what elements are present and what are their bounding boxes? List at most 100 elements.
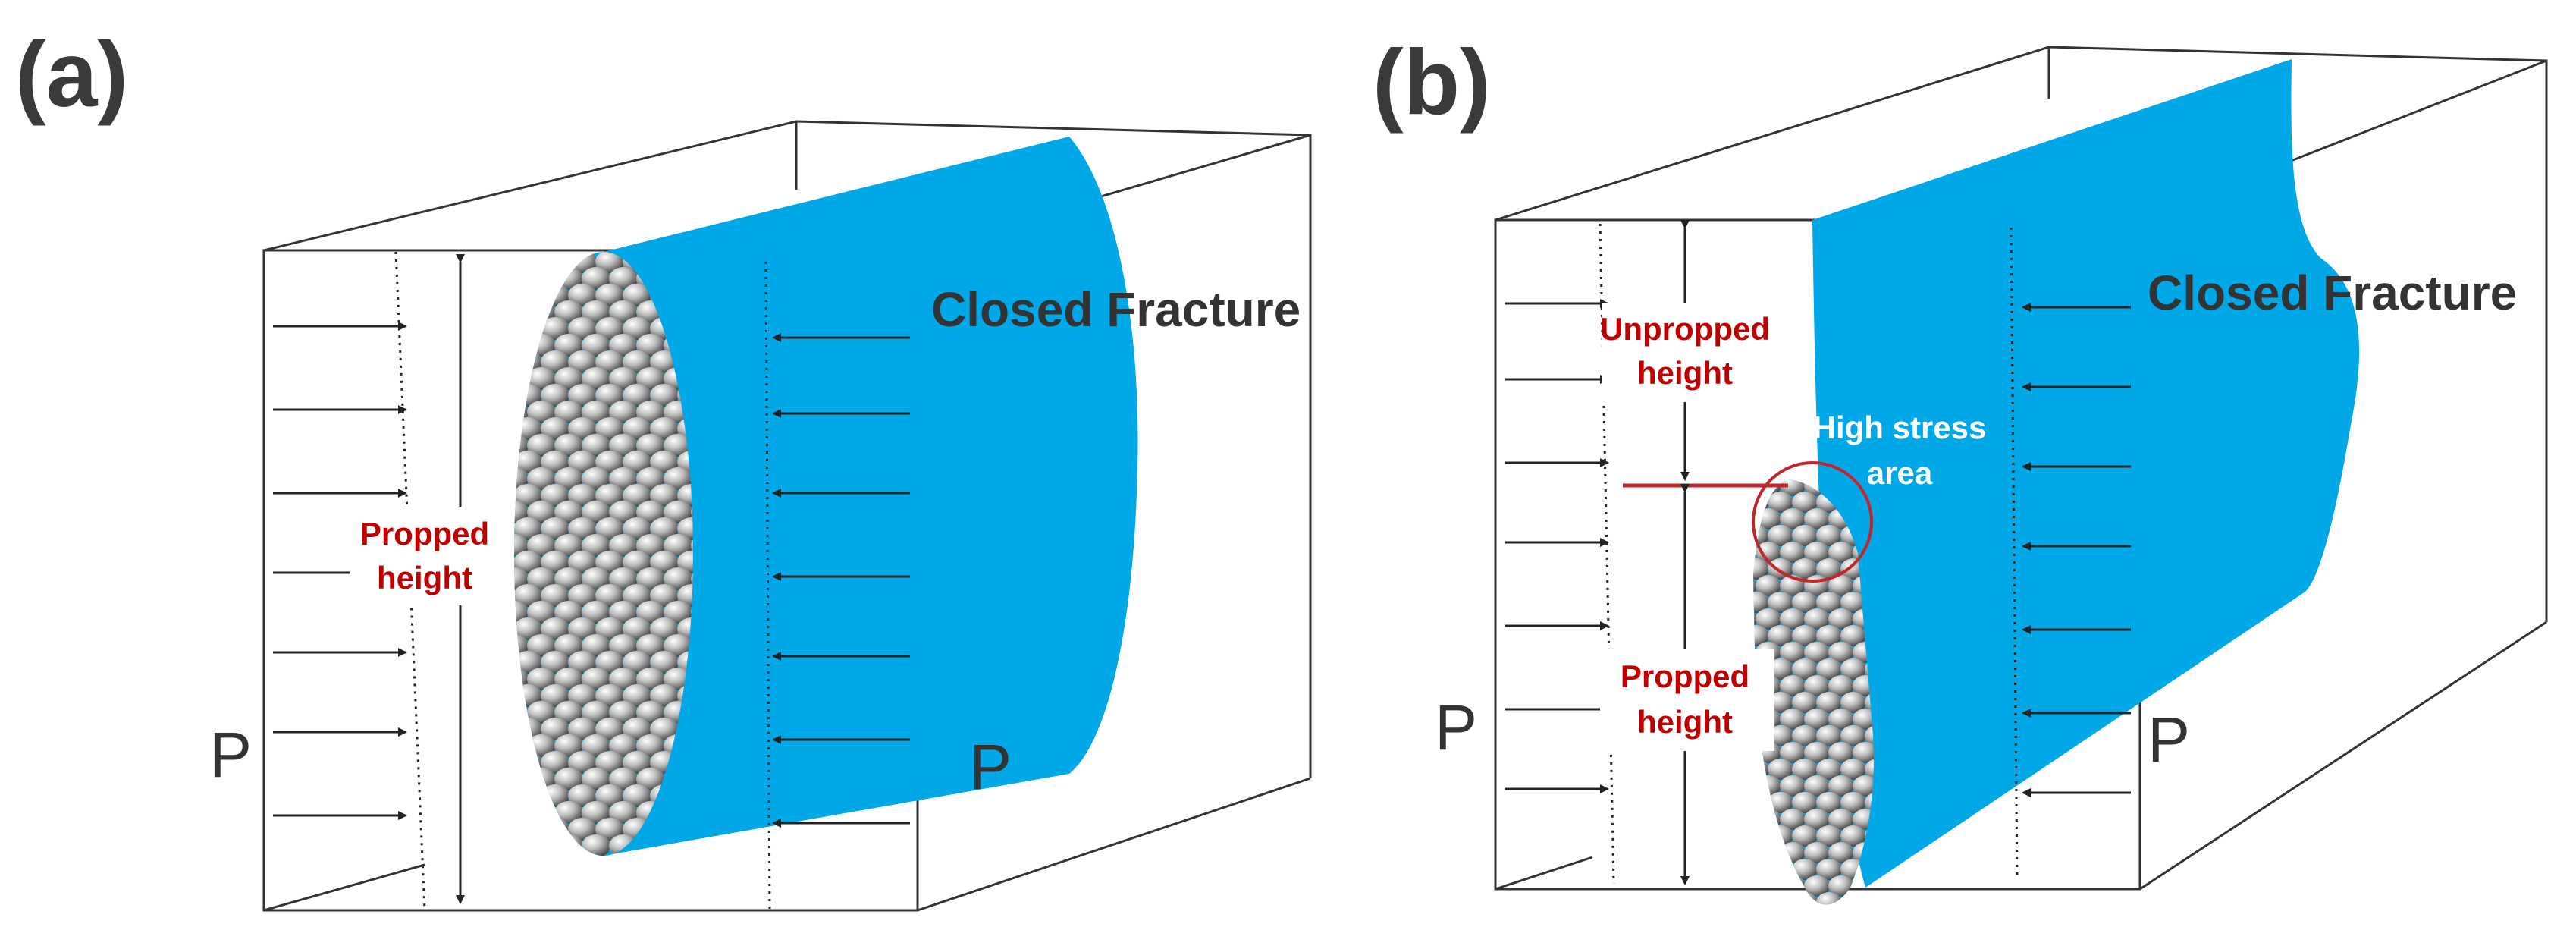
proppant-grain [568,818,597,841]
proppant-grain [1753,558,1769,580]
panel-a: (a) Propped height Closed Fracture P [15,23,1312,912]
proppant-grain [514,517,542,540]
proppant-grain [527,701,556,724]
proppant-grain [1780,508,1806,529]
proppant-grain [1792,625,1818,646]
proppant-grain [1753,792,1769,813]
proppant-grain [514,334,529,357]
proppant-grain [1756,575,1781,596]
proppant-grain [514,267,529,290]
proppant-grain [1753,875,1757,897]
proppant-grain [636,768,665,790]
proppant-grain [1756,542,1781,563]
proppant-grain [1816,558,1842,580]
proppant-grain [1816,859,1842,880]
panel-b-right-pressure-arrows [2022,303,2131,797]
proppant-grain [609,668,638,690]
panel-b-unpropped-label-1: Unpropped [1600,311,1770,347]
proppant-grain [1828,542,1854,563]
proppant-grain [582,434,610,457]
proppant-grain [1816,792,1842,813]
proppant-grain [1768,859,1793,880]
proppant-grain [595,350,624,373]
proppant-grain [514,734,529,757]
proppant-grain [582,634,610,657]
proppant-grain [623,284,651,306]
proppant-grain [1780,875,1806,897]
proppant-grain [636,334,665,357]
proppant-grain [1840,892,1866,905]
proppant-grain [582,734,610,757]
proppant-grain [1780,608,1806,630]
proppant-grain [554,467,583,490]
proppant-grain [1753,575,1757,596]
proppant-grain [1753,759,1769,780]
proppant-grain [609,601,638,624]
proppant-grain [1792,525,1818,546]
proppant-grain [554,701,583,724]
proppant-grain [514,484,515,507]
proppant-grain [623,784,651,807]
proppant-grain [554,534,583,557]
proppant-grain [623,751,651,774]
proppant-grain [1828,742,1854,763]
proppant-grain [527,401,556,423]
proppant-grain [595,617,624,640]
proppant-grain [650,484,679,507]
proppant-grain [1804,542,1830,563]
proppant-grain [664,501,692,523]
proppant-grain [595,718,624,740]
proppant-grain [514,584,542,607]
proppant-grain [514,501,529,523]
proppant-grain [514,434,529,457]
proppant-grain [636,668,665,690]
proppant-grain [568,417,597,440]
proppant-grain [582,834,610,856]
proppant-grain [1816,525,1842,546]
proppant-grain [554,434,583,457]
proppant-grain [623,484,651,507]
proppant-grain [514,350,515,373]
proppant-grain [1828,775,1854,797]
panel-b-left-pressure-arrows [1505,299,1609,793]
proppant-grain [677,517,693,540]
proppant-grain [595,451,624,473]
proppant-grain [514,617,542,640]
proppant-grain [1753,842,1757,863]
panel-a-right-pressure-arrows [772,333,910,828]
proppant-grain [1816,725,1842,746]
proppant-grain [1768,792,1793,813]
proppant-grain [527,634,556,657]
panel-b-propped-height-dimension [1600,484,1774,885]
proppant-grain [527,834,556,856]
proppant-grain [527,267,556,290]
proppant-grain [582,367,610,390]
proppant-grain [514,801,529,824]
proppant-grain [1840,792,1866,813]
proppant-grain [1780,709,1806,730]
proppant-grain [609,801,638,824]
proppant-grain [582,267,610,290]
panel-b-pressure-left: P [1435,692,1477,763]
proppant-grain [554,834,583,856]
panel-b: (b) Unpropped h [1373,30,2548,905]
panel-a-closed-fracture-label: Closed Fracture [931,282,1301,337]
proppant-grain [554,634,583,657]
panel-a-propped-label-1: Propped [360,516,489,551]
proppant-grain [568,617,597,640]
proppant-grain [1816,825,1842,847]
proppant-grain [609,300,638,323]
proppant-grain [514,834,529,856]
proppant-grain [595,551,624,573]
proppant-grain [568,651,597,674]
proppant-grain [1780,809,1806,830]
proppant-grain [623,551,651,573]
proppant-grain [554,367,583,390]
proppant-grain [636,534,665,557]
proppant-grain [514,252,515,273]
proppant-grain [609,401,638,423]
proppant-grain [554,734,583,757]
proppant-grain [609,534,638,557]
proppant-grain [527,467,556,490]
proppant-grain [650,551,679,573]
